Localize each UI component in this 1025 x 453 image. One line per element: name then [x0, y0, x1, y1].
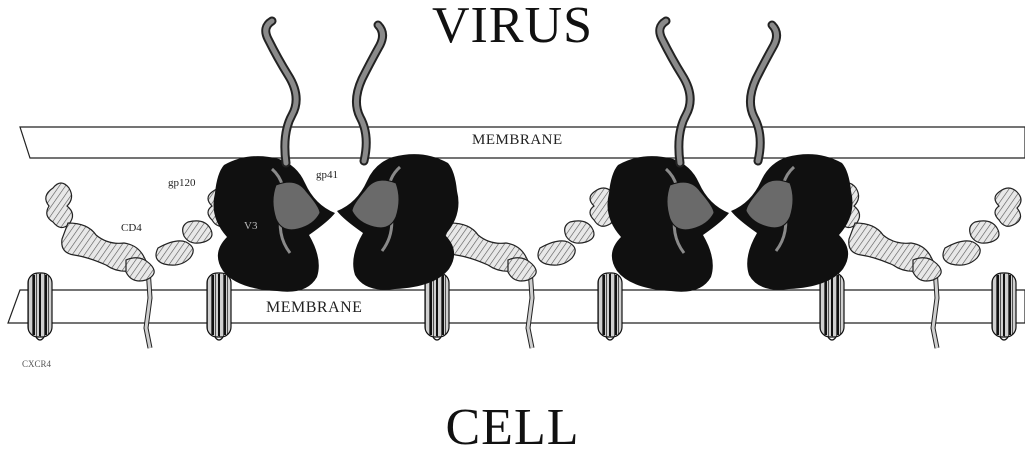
cell-membrane-label: MEMBRANE — [266, 299, 362, 317]
virus-title: VIRUS — [0, 0, 1025, 55]
cxcr4-coreceptor — [598, 273, 622, 340]
gp120-label: gp120 — [168, 177, 196, 189]
cxcr4-coreceptor — [425, 273, 449, 340]
cxcr4-coreceptor — [28, 273, 52, 340]
cd4-label: CD4 — [121, 222, 142, 234]
cxcr4-coreceptor — [820, 273, 844, 340]
cell-title: CELL — [0, 398, 1025, 453]
cxcr4-coreceptor — [992, 273, 1016, 340]
cxcr4-coreceptor — [207, 273, 231, 340]
cell-membrane — [8, 290, 1025, 323]
cxcr4-label: CXCR4 — [22, 359, 51, 369]
v3-label: V3 — [244, 220, 257, 232]
gp41-label: gp41 — [316, 169, 338, 181]
virus-membrane-label: MEMBRANE — [472, 132, 563, 149]
